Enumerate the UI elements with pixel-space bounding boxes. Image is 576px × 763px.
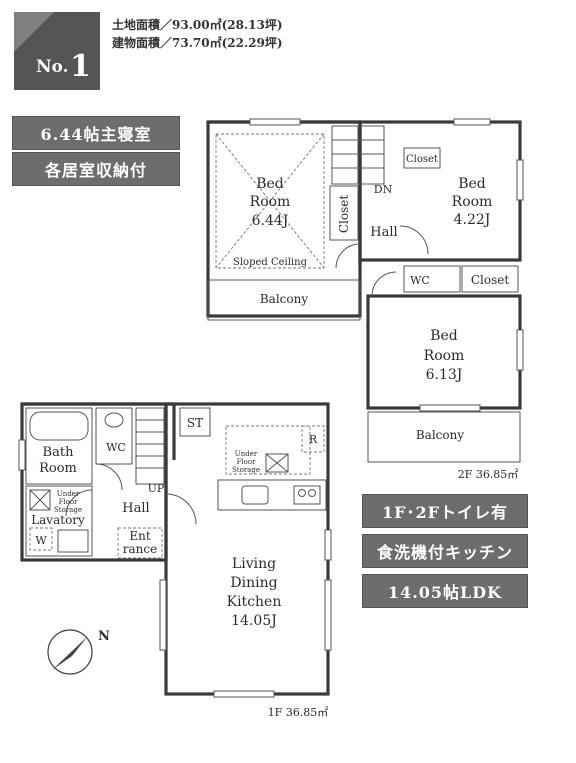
hatch-icon xyxy=(265,453,289,473)
closet-c-label: Closet xyxy=(471,273,510,287)
closet-b-label: Closet xyxy=(406,154,438,165)
ldk-label-2: Dining xyxy=(230,575,277,591)
tag-toilets: 1F･2Fトイレ有 xyxy=(362,494,528,528)
tag-closet-each-room: 各居室収納付 xyxy=(12,152,180,186)
under-floor-a-label-3: Storage xyxy=(54,506,82,514)
hall-2f-label: Hall xyxy=(370,225,397,240)
sloped-ceiling-outline xyxy=(215,133,325,269)
bed3-label-1: Bed xyxy=(430,328,458,344)
bed2-label-1: Bed xyxy=(458,176,486,192)
lavatory-outline xyxy=(25,485,93,557)
sloped-diagonal-2 xyxy=(215,133,325,269)
closet-a-label: Closet xyxy=(337,195,351,234)
under-floor-b-outline xyxy=(225,425,311,475)
listing-number-badge: No. 1 xyxy=(14,12,100,90)
bath-label-2: Room xyxy=(39,461,77,476)
floor2-total: 2F 36.85㎡ xyxy=(458,468,519,481)
door-wc-1f xyxy=(95,463,123,491)
bathtub xyxy=(29,411,89,441)
badge-shape: No. 1 xyxy=(14,12,100,90)
stairs-1f xyxy=(135,407,165,485)
vanity xyxy=(57,529,89,553)
entrance-label-1: Ent xyxy=(129,529,150,543)
st-label: ST xyxy=(187,416,203,430)
sink-icon xyxy=(241,485,269,505)
door-bed1 xyxy=(335,243,361,269)
balcony-a-label: Balcony xyxy=(260,292,308,306)
washer-box xyxy=(29,527,53,551)
compass-north: N xyxy=(98,629,110,644)
under-floor-b-label-2: Floor xyxy=(237,458,257,466)
floor-2-plan: Bed Room 6.44J Sloped Ceiling Closet DN … xyxy=(206,118,524,481)
balcony-a-outline xyxy=(207,279,361,321)
bed3-label-3: 6.13J xyxy=(426,367,463,383)
bed1-label-1: Bed xyxy=(256,176,284,192)
bed1-label-2: Room xyxy=(250,194,291,210)
badge-number: 1 xyxy=(70,49,91,84)
bed3-label-2: Room xyxy=(424,348,465,364)
tag-master-bedroom: 6.44帖主寝室 xyxy=(12,116,180,150)
door-bed3 xyxy=(371,271,397,297)
badge-no-label: No. xyxy=(36,57,69,77)
toilet-1f xyxy=(104,412,124,428)
under-floor-a-label-1: Under xyxy=(57,490,80,498)
w-label: W xyxy=(35,534,47,547)
bed2-label-2: Room xyxy=(452,194,493,210)
under-floor-b-label-3: Storage xyxy=(232,466,260,474)
wc-1f-label: WC xyxy=(106,441,126,454)
floor-1-plan: Bath Room WC ST R Under Floor Storage UP… xyxy=(18,402,332,719)
wall-1f-ldk-block xyxy=(164,402,330,696)
door-ldk xyxy=(165,493,197,525)
wc-2f-label: WC xyxy=(410,274,430,287)
tag-dishwasher-kitchen: 食洗機付キッチン xyxy=(362,534,528,568)
balcony-b-outline xyxy=(367,411,521,463)
wc-1f-outline xyxy=(95,407,133,465)
wc-2f-outline xyxy=(403,265,461,293)
under-floor-a-box xyxy=(29,489,51,511)
entrance-label-2: rance xyxy=(123,542,157,556)
stove-icon xyxy=(293,485,321,505)
closet-c-outline xyxy=(461,265,519,293)
sloped-ceiling-label: Sloped Ceiling xyxy=(233,257,308,268)
compass-arrow-icon xyxy=(52,636,88,670)
tag-ldk: 14.05帖LDK xyxy=(362,574,528,608)
r-label: R xyxy=(309,433,318,446)
ldk-label-1: Living xyxy=(232,556,276,572)
door-lavatory xyxy=(65,489,93,517)
kitchen-counter xyxy=(217,479,327,511)
bath-outline xyxy=(25,407,93,485)
dn-label: DN xyxy=(374,183,393,196)
building-area: 建物面積／73.70㎡(22.29坪) xyxy=(112,36,283,50)
compass-ring xyxy=(47,629,93,675)
balcony-b-label: Balcony xyxy=(416,428,464,442)
under-floor-b-label-1: Under xyxy=(235,450,258,458)
bed2-label-3: 4.22J xyxy=(454,212,491,228)
compass: N xyxy=(47,629,110,675)
ldk-label-4: 14.05J xyxy=(231,613,277,629)
st-outline xyxy=(179,407,211,437)
land-area: 土地面積／93.00㎡(28.13坪) xyxy=(112,18,283,32)
up-label: UP xyxy=(148,482,165,495)
fridge-outline xyxy=(301,425,325,453)
closet-b-outline xyxy=(403,147,441,169)
lavatory-label: Lavatory xyxy=(31,513,85,527)
bath-label-1: Bath xyxy=(43,445,75,460)
ldk-label-3: Kitchen xyxy=(227,594,282,610)
door-hall-2f xyxy=(399,225,429,255)
under-floor-a-label-2: Floor xyxy=(59,498,79,506)
entrance-outline xyxy=(117,527,163,559)
closet-a-outline xyxy=(329,185,359,241)
bed1-label-3: 6.44J xyxy=(252,213,289,229)
floor1-total: 1F 36.85㎡ xyxy=(268,706,329,719)
hall-1f-label: Hall xyxy=(122,501,149,516)
